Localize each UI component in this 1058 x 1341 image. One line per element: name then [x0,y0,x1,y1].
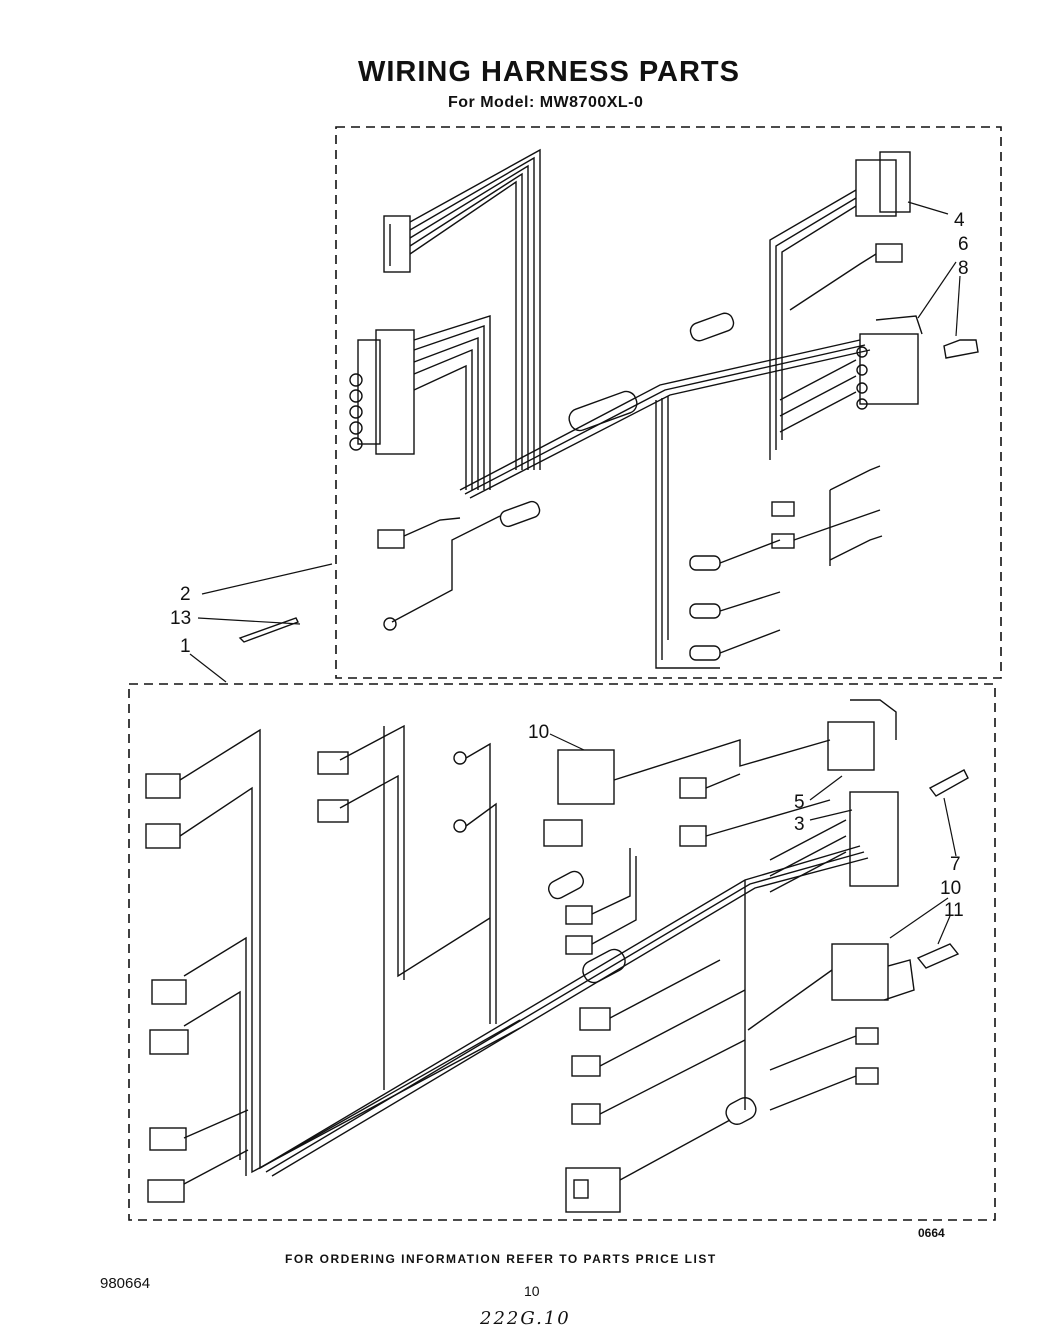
connector-10-upper [557,749,615,805]
small-connector [875,243,903,263]
plug-connector [145,773,181,799]
connector-10-lower [831,943,889,1001]
callout-2: 2 [180,584,191,605]
trunk-sleeve [568,390,638,432]
bottom-plug [565,1167,621,1213]
callout-3: 3 [794,814,805,835]
switch-connector-block [375,329,415,455]
handwritten-note: 222G.10 [480,1308,571,1329]
terminal-7 [928,769,969,797]
harness-1-box [128,683,996,1221]
terminal-block-connector [383,215,411,273]
page-title: WIRING HARNESS PARTS [358,56,740,88]
left-sleeve [499,500,541,528]
upper-sleeve [689,312,735,342]
callout-10-upper: 10 [528,722,549,743]
connector-3 [849,791,899,887]
terminal-8 [943,339,979,359]
page-number: 10 [524,1283,540,1299]
figure-code: 0664 [918,1226,945,1240]
harness-2-box [335,126,1002,679]
connector-4 [855,159,897,217]
callout-5: 5 [794,792,805,813]
lower-sleeve [582,948,626,984]
callout-6: 6 [958,234,969,255]
callout-11: 11 [944,900,964,921]
cable-tie-13 [238,617,299,643]
callout-4: 4 [954,210,965,231]
model-subtitle: For Model: MW8700XL-0 [448,94,644,111]
callout-8: 8 [958,258,969,279]
document-number: 980664 [100,1275,151,1292]
callout-1: 1 [180,636,191,657]
connector-6 [859,333,919,405]
ordering-note: FOR ORDERING INFORMATION REFER TO PARTS … [285,1252,717,1266]
callout-7: 7 [950,854,961,875]
callout-10-lower: 10 [940,878,961,899]
terminal-11 [916,943,960,969]
spade-terminal [377,529,405,549]
connector-5 [827,721,875,771]
callout-13: 13 [170,608,191,629]
